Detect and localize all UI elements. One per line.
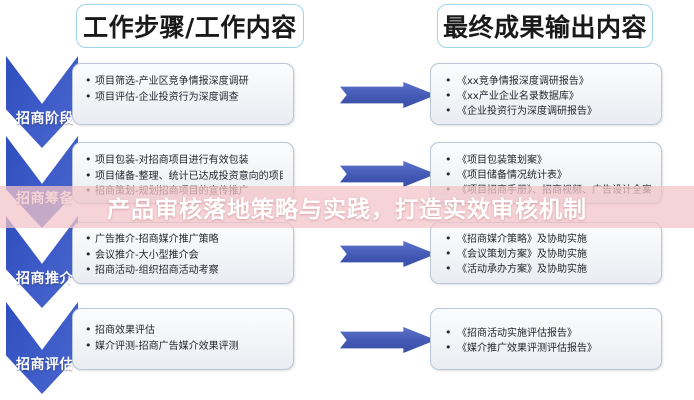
steps-card-4: 招商效果评估 媒介评测-招商广告媒介效果评测 <box>72 308 294 370</box>
list-item: 媒介评测-招商广告媒介效果评测 <box>85 339 283 355</box>
steps-list-2: 项目包装-对招商项目进行有效包装 项目储备-整理、统计已达成投资意向的项目表 招… <box>85 153 283 200</box>
list-item: 会议推介-大小型推介会 <box>85 248 283 264</box>
list-item: 广告推介-招商媒介推广策略 <box>85 232 283 248</box>
outputs-list-3: 《招商媒介策略》及协助实施 《会议策划方案》及协助实施 《活动承办方案》及协助实… <box>443 232 651 277</box>
flow-arrow-right-3 <box>340 241 436 267</box>
list-item: 《活动承办方案》及协助实施 <box>443 262 651 277</box>
column-header-right: 最终成果输出内容 <box>437 4 653 48</box>
list-item: 《企业投资行为深度调研报告》 <box>443 104 651 119</box>
chevron-down-icon <box>6 136 78 228</box>
chevron-down-icon <box>6 56 78 148</box>
stage-chevron-2: 招商筹备 <box>6 136 78 228</box>
outputs-list-4: 《招商活动实施评估报告》 《媒介推广效果评测评估报告》 <box>443 326 651 356</box>
list-item: 项目筛选-产业区竞争情报深度调研 <box>85 74 283 90</box>
steps-card-3: 广告推介-招商媒介推广策略 会议推介-大小型推介会 招商活动-组织招商活动考察 <box>72 222 294 284</box>
outputs-list-2: 《项目包装策划案》 《项目储备情况统计表》 《项目招商手册》、招商视频、广告设计… <box>443 153 651 198</box>
list-item: 招商策划-规划招商项目的宣传推广 <box>85 184 283 200</box>
list-item: 项目储备-整理、统计已达成投资意向的项目表 <box>85 169 283 185</box>
outputs-card-4: 《招商活动实施评估报告》 《媒介推广效果评测评估报告》 <box>430 308 662 370</box>
stage-chevron-3: 招商推介 <box>6 216 78 308</box>
stage-chevron-4: 招商评估 <box>6 302 78 394</box>
outputs-card-3: 《招商媒介策略》及协助实施 《会议策划方案》及协助实施 《活动承办方案》及协助实… <box>430 222 662 284</box>
flow-arrow-right-1 <box>340 82 436 108</box>
list-item: 项目评估-企业投资行为深度调查 <box>85 90 283 106</box>
steps-list-1: 项目筛选-产业区竞争情报深度调研 项目评估-企业投资行为深度调查 <box>85 74 283 105</box>
list-item: 招商效果评估 <box>85 323 283 339</box>
list-item: 《招商媒介策略》及协助实施 <box>443 232 651 247</box>
list-item: 《xx产业企业名录数据库》 <box>443 89 651 104</box>
outputs-list-1: 《xx竞争情报深度调研报告》 《xx产业企业名录数据库》 《企业投资行为深度调研… <box>443 74 651 119</box>
flow-arrow-right-4 <box>340 327 436 353</box>
stage-label-1: 招商阶段 <box>16 111 74 127</box>
steps-card-1: 项目筛选-产业区竞争情报深度调研 项目评估-企业投资行为深度调查 <box>72 63 294 125</box>
chevron-down-icon <box>6 302 78 394</box>
list-item: 《会议策划方案》及协助实施 <box>443 247 651 262</box>
stage-label-4: 招商评估 <box>16 357 74 373</box>
outputs-card-1: 《xx竞争情报深度调研报告》 《xx产业企业名录数据库》 《企业投资行为深度调研… <box>430 63 662 125</box>
steps-list-4: 招商效果评估 媒介评测-招商广告媒介效果评测 <box>85 323 283 354</box>
stage-label-3: 招商推介 <box>16 271 74 287</box>
steps-list-3: 广告推介-招商媒介推广策略 会议推介-大小型推介会 招商活动-组织招商活动考察 <box>85 232 283 279</box>
chevron-down-icon <box>6 216 78 308</box>
column-header-left: 工作步骤/工作内容 <box>76 4 304 48</box>
outputs-card-2: 《项目包装策划案》 《项目储备情况统计表》 《项目招商手册》、招商视频、广告设计… <box>430 142 662 204</box>
steps-card-2: 项目包装-对招商项目进行有效包装 项目储备-整理、统计已达成投资意向的项目表 招… <box>72 142 294 204</box>
list-item: 《项目招商手册》、招商视频、广告设计全案 <box>443 183 651 198</box>
list-item: 《项目包装策划案》 <box>443 153 651 168</box>
list-item: 招商活动-组织招商活动考察 <box>85 263 283 279</box>
flow-arrow-right-2 <box>340 161 436 187</box>
list-item: 《xx竞争情报深度调研报告》 <box>443 74 651 89</box>
list-item: 《媒介推广效果评测评估报告》 <box>443 341 651 356</box>
stage-chevron-1: 招商阶段 <box>6 56 78 148</box>
list-item: 《项目储备情况统计表》 <box>443 168 651 183</box>
list-item: 项目包装-对招商项目进行有效包装 <box>85 153 283 169</box>
list-item: 《招商活动实施评估报告》 <box>443 326 651 341</box>
